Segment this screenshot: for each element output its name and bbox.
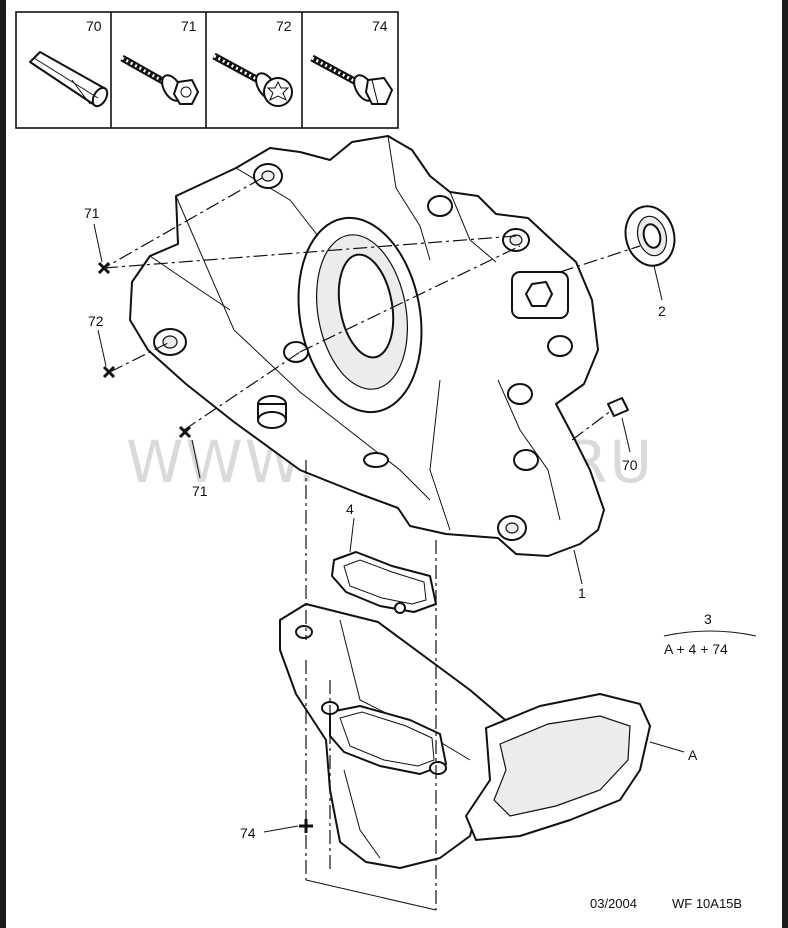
box-ref-70: 70 [86, 18, 102, 34]
callout-1: 1 [578, 585, 586, 601]
oil-seal [624, 205, 676, 267]
callout-3: 3 [704, 611, 712, 627]
fastener-markers [93, 223, 631, 833]
footer-code: WF 10A15B [672, 896, 742, 911]
callout-2: 2 [658, 303, 666, 319]
callout-70: 70 [622, 457, 638, 473]
box-ref-72: 72 [276, 18, 292, 34]
callout-71-bottom: 71 [192, 483, 208, 499]
parts-legend-box: 70 71 72 74 [15, 11, 399, 129]
box-ref-74: 74 [372, 18, 388, 34]
callout-74: 74 [240, 825, 256, 841]
flange-bolt-icon [120, 54, 199, 105]
callout-A: A [688, 747, 698, 763]
oil-strainer [279, 603, 651, 869]
footer-date: 03/2004 [590, 896, 637, 911]
assembly-lines [103, 177, 641, 911]
kit-composition: A + 4 + 74 [664, 641, 728, 657]
callout-71-top: 71 [84, 205, 100, 221]
callout-72: 72 [88, 313, 104, 329]
torx-bolt-icon [212, 52, 293, 107]
box-ref-71: 71 [181, 18, 197, 34]
callout-4: 4 [346, 501, 354, 517]
left-border [0, 0, 6, 928]
kit-callout: 3 A + 4 + 74 [663, 611, 757, 657]
hex-bolt-icon [310, 54, 393, 105]
right-border [782, 0, 788, 928]
pin-icon [29, 51, 109, 108]
gasket [331, 551, 437, 614]
footer: 03/2004 WF 10A15B [590, 896, 742, 911]
oil-pump-housing [129, 135, 605, 557]
leader-lines [349, 265, 685, 753]
